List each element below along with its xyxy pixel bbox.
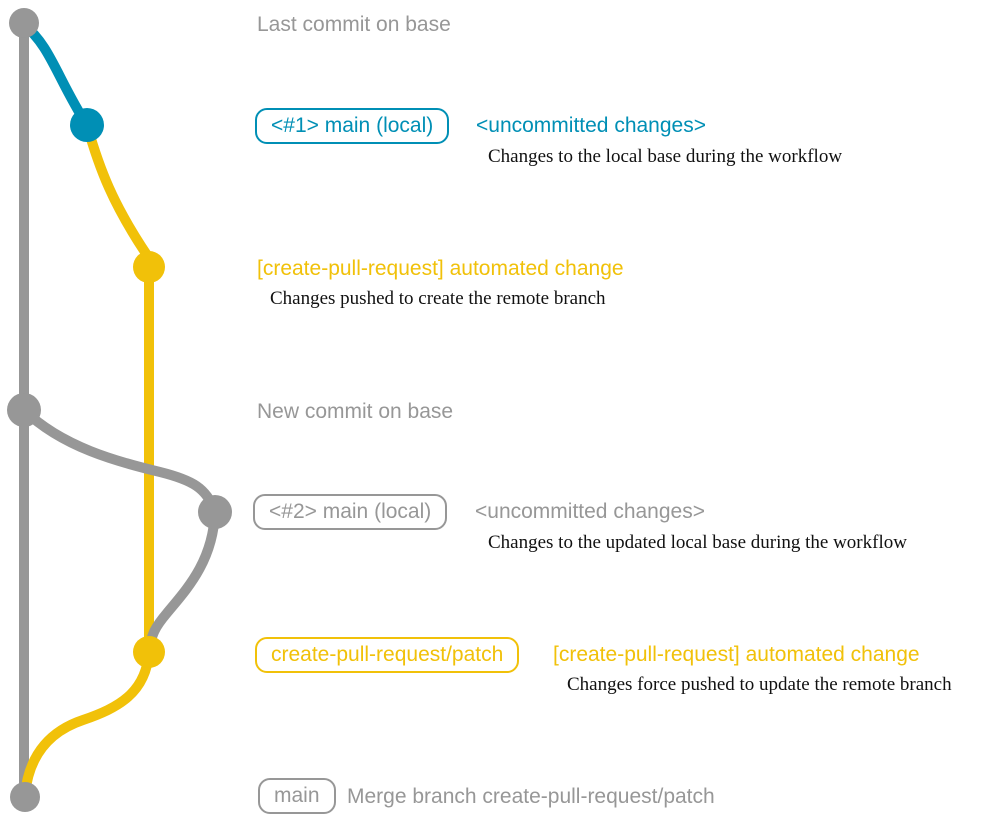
commit-message-uncommitted-1: <uncommitted changes> <box>476 114 706 137</box>
commit-note-automated-1: Changes pushed to create the remote bran… <box>270 288 606 309</box>
commit-message-last-base: Last commit on base <box>257 13 451 36</box>
commit-dot-new-base <box>7 393 41 427</box>
commit-dot-local-2 <box>198 495 232 529</box>
branch-tag-main: main <box>258 778 336 814</box>
patch-branch-line <box>82 120 154 657</box>
commit-dot-automated-1 <box>133 251 165 283</box>
branch-tag-main-local-1: <#1> main (local) <box>255 108 450 144</box>
commit-note-uncommitted-1: Changes to the local base during the wor… <box>488 146 843 167</box>
commit-dot-merge <box>10 782 40 812</box>
patch-merge-curve <box>20 647 154 800</box>
commit-dot-automated-2 <box>133 636 165 668</box>
branch-tag-main-local-2: <#2> main (local) <box>253 494 448 530</box>
commit-note-uncommitted-2: Changes to the updated local base during… <box>488 532 907 553</box>
local-branch-curve <box>19 20 92 130</box>
commit-message-automated-1: [create-pull-request] automated change <box>257 257 624 280</box>
commit-note-automated-2: Changes force pushed to update the remot… <box>567 674 952 695</box>
commit-message-automated-2: [create-pull-request] automated change <box>553 643 920 666</box>
local2-merge-curve <box>144 507 220 657</box>
branch-tag-patch: create-pull-request/patch <box>255 637 520 673</box>
commit-message-merge: Merge branch create-pull-request/patch <box>347 785 715 808</box>
commit-message-uncommitted-2: <uncommitted changes> <box>475 500 705 523</box>
commit-message-new-base: New commit on base <box>257 400 454 423</box>
commit-dot-local-1 <box>70 108 104 142</box>
commit-dot-last-base <box>9 8 39 38</box>
local2-branch-curve <box>19 405 220 517</box>
